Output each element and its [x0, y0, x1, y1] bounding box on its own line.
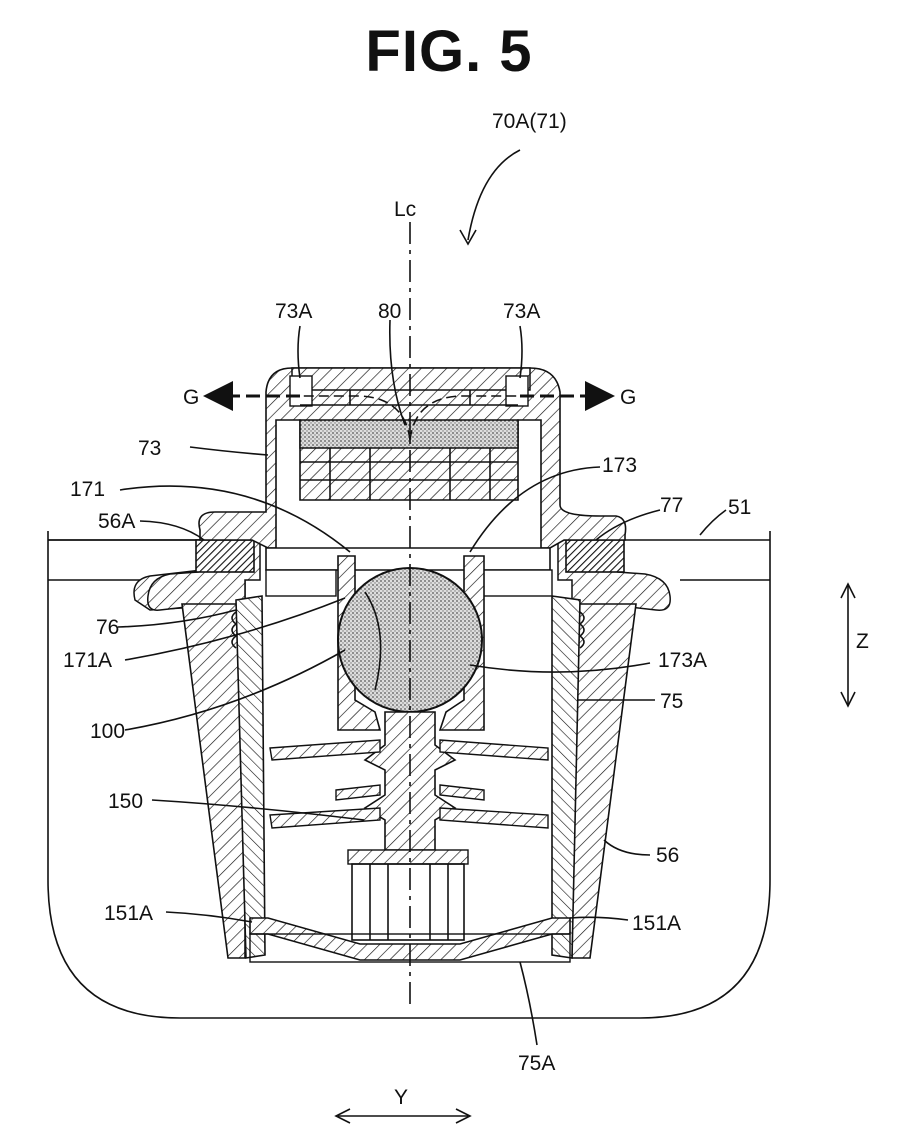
ledge-block-left — [266, 570, 336, 596]
label-80: 80 — [378, 300, 401, 323]
label-73A-right: 73A — [503, 300, 540, 323]
ledge-block-right — [480, 570, 552, 596]
label-56: 56 — [656, 844, 679, 867]
seal-77 — [566, 540, 624, 572]
label-100: 100 — [90, 720, 125, 743]
sleeve-56-left — [182, 604, 245, 958]
label-171A: 171A — [63, 649, 112, 672]
label-G-left: G — [183, 386, 199, 409]
stem-guides — [352, 864, 464, 940]
stem-base — [348, 850, 468, 864]
label-51: 51 — [728, 496, 751, 519]
label-56A: 56A — [98, 510, 135, 533]
label-Lc: Lc — [394, 198, 416, 221]
label-Z: Z — [856, 630, 869, 653]
vent-73A-right — [506, 376, 528, 406]
seal-56A — [196, 540, 254, 572]
label-77: 77 — [660, 494, 683, 517]
label-G-right: G — [620, 386, 636, 409]
label-75: 75 — [660, 690, 683, 713]
label-173: 173 — [602, 454, 637, 477]
label-76: 76 — [96, 616, 119, 639]
label-75A: 75A — [518, 1052, 555, 1075]
label-171: 171 — [70, 478, 105, 501]
inner-ledge — [266, 548, 550, 570]
label-73A-left: 73A — [275, 300, 312, 323]
label-73: 73 — [138, 437, 161, 460]
label-151A-right: 151A — [632, 912, 681, 935]
label-150: 150 — [108, 790, 143, 813]
vent-73A-left — [290, 376, 312, 406]
label-151A-left: 151A — [104, 902, 153, 925]
label-Y: Y — [394, 1086, 408, 1109]
label-173A: 173A — [658, 649, 707, 672]
sleeve-56-right — [572, 604, 636, 958]
cap-top — [292, 368, 530, 390]
assembly-pointer — [468, 150, 520, 240]
label-70A-71: 70A(71) — [492, 110, 567, 133]
